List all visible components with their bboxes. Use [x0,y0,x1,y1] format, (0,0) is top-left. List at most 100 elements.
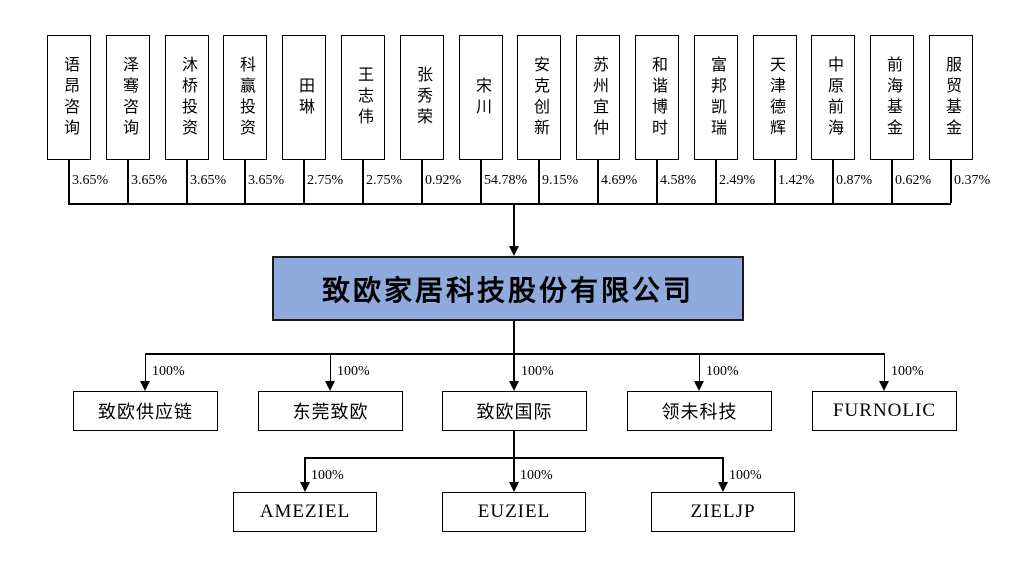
ownership-pct: 2.49% [719,173,756,188]
shareholder-name: 服贸基金 [943,55,960,140]
ownership-pct: 100% [311,468,344,483]
ownership-pct: 3.65% [190,173,227,188]
connector-line [421,160,423,203]
connector-line [513,353,515,382]
connector-line [303,160,305,203]
shareholder-name: 富邦凯瑞 [708,55,725,140]
arrowhead-icon [508,482,519,492]
ownership-pct: 3.65% [248,173,285,188]
shareholder-box: 语昂咨询 [47,35,91,160]
ownership-pct: 0.62% [895,173,932,188]
sub-subsidiary-box: AMEZIEL [233,492,377,532]
arrowhead-icon [508,381,519,391]
shareholder-box: 富邦凯瑞 [694,35,738,160]
ownership-pct: 0.87% [836,173,873,188]
connector-line [538,160,540,203]
shareholder-name: 中原前海 [825,55,842,140]
arrowhead-icon [508,246,519,256]
connector-line [145,353,885,355]
ownership-pct: 100% [337,364,370,379]
shareholder-box: 中原前海 [811,35,855,160]
shareholder-name: 和谐博时 [649,55,666,140]
shareholder-box: 天津德辉 [753,35,797,160]
connector-line [68,160,70,203]
subsidiary-box: 致欧供应链 [73,391,218,431]
sub-subsidiary-box: ZIELJP [651,492,795,532]
shareholder-name: 田琳 [296,76,313,119]
shareholder-name: 安克创新 [531,55,548,140]
subsidiary-box: 领未科技 [627,391,772,431]
subsidiary-box: 致欧国际 [442,391,587,431]
ownership-pct: 100% [891,364,924,379]
company-box: 致欧家居科技股份有限公司 [272,256,744,321]
connector-line [891,160,893,203]
connector-line [513,203,515,248]
arrowhead-icon [694,381,704,391]
sub-subsidiary-box: EUZIEL [442,492,586,532]
connector-line [715,160,717,203]
shareholder-box: 苏州宜仲 [576,35,620,160]
connector-line [698,353,701,382]
connector-line [68,203,952,205]
ownership-pct: 2.75% [366,173,403,188]
ownership-pct: 9.15% [542,173,579,188]
shareholder-box: 张秀荣 [400,35,444,160]
shareholder-box: 王志伟 [341,35,385,160]
connector-line [304,457,306,483]
connector-line [513,457,515,483]
subsidiary-name: 东莞致欧 [292,402,369,422]
subsidiary-name: 致欧供应链 [98,402,193,422]
arrowhead-icon [325,381,335,391]
ownership-pct: 0.92% [425,173,462,188]
ownership-pct: 100% [706,364,739,379]
subsidiary-name: FURNOLIC [832,400,936,421]
arrowhead-icon [717,482,728,492]
arrowhead-icon [879,381,889,391]
subsidiary-name: 领未科技 [661,402,738,422]
ownership-pct: 1.42% [778,173,815,188]
connector-line [656,160,658,203]
connector-line [597,160,599,203]
shareholder-box: 宋川 [459,35,503,160]
shareholder-box: 科赢投资 [223,35,267,160]
connector-line [722,457,724,483]
connector-line [774,160,776,203]
shareholder-name: 沐桥投资 [179,55,196,140]
shareholder-name: 天津德辉 [767,55,784,140]
ownership-pct: 2.75% [307,173,344,188]
subsidiary-box: FURNOLIC [812,391,957,431]
shareholder-name: 科赢投资 [237,55,254,140]
shareholder-name: 前海基金 [884,55,901,140]
shareholder-name: 张秀荣 [414,66,431,129]
connector-line [144,353,147,382]
arrowhead-icon [140,381,150,391]
shareholder-box: 沐桥投资 [165,35,209,160]
shareholder-box: 泽骞咨询 [106,35,150,160]
connector-line [127,160,129,203]
sub-subsidiary-name: AMEZIEL [259,501,351,522]
ownership-pct: 100% [152,364,185,379]
connector-line [362,160,364,203]
connector-line [186,160,188,203]
connector-line [950,160,952,203]
shareholder-box: 前海基金 [870,35,914,160]
connector-line [513,431,515,457]
shareholder-name: 王志伟 [355,66,372,129]
shareholder-box: 安克创新 [517,35,561,160]
shareholder-name: 苏州宜仲 [590,55,607,140]
ownership-pct: 4.69% [601,173,638,188]
subsidiary-box: 东莞致欧 [258,391,403,431]
ownership-pct: 54.78% [484,173,528,188]
sub-subsidiary-name: EUZIEL [477,501,551,522]
arrowhead-icon [299,482,310,492]
shareholder-box: 田琳 [282,35,326,160]
connector-line [480,160,482,203]
connector-line [329,353,332,382]
shareholder-name: 语昂咨询 [61,55,78,140]
ownership-pct: 100% [520,468,553,483]
ownership-pct: 4.58% [660,173,697,188]
connector-line [244,160,246,203]
connector-line [883,353,886,382]
connector-line [832,160,834,203]
